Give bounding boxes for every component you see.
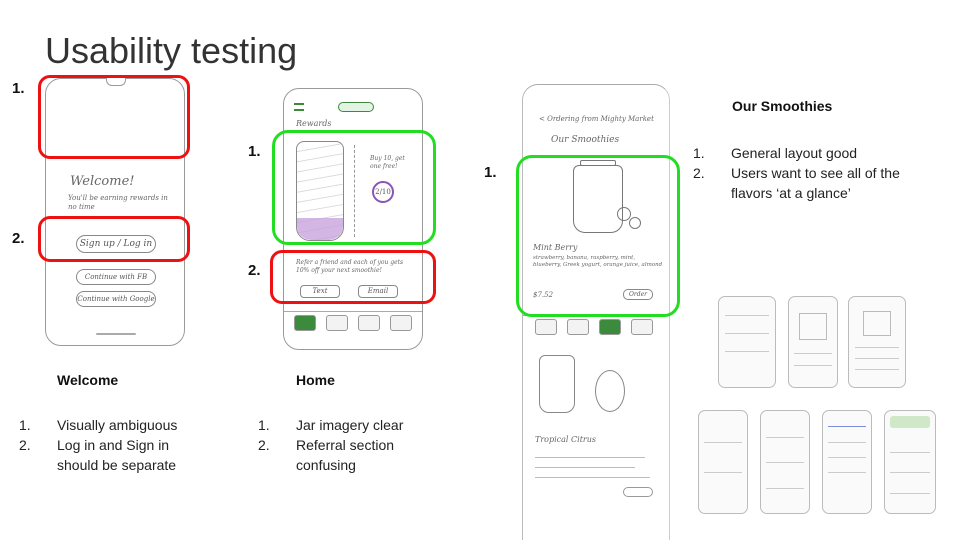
- smoothies-nav-icon[interactable]: [599, 319, 621, 335]
- thumbnail-sketch: [884, 410, 936, 514]
- nav-divider: [284, 311, 422, 312]
- sketch-order-button[interactable]: Order: [623, 289, 653, 300]
- home-indicator: [96, 333, 136, 335]
- sketch-google-button[interactable]: Continue with Google: [76, 291, 156, 307]
- jar-fill: [297, 218, 343, 240]
- sketch-greeting: Welcome!: [70, 174, 135, 189]
- welcome-marker-1: 1.: [12, 80, 25, 97]
- smoothies-marker-1: 1.: [484, 164, 497, 181]
- note-item: 1.Visually ambiguous: [19, 417, 178, 433]
- smoothies-heading: Our Smoothies: [732, 98, 833, 114]
- sketch-price: $7.52: [533, 291, 554, 299]
- note-item: 2.Users want to see all of the flavors ‘…: [693, 165, 900, 201]
- shop-nav-icon[interactable]: [326, 315, 348, 331]
- welcome-notes: 1.Visually ambiguous 2.Log in and Sign i…: [19, 415, 209, 475]
- home-highlight-1: [272, 130, 436, 245]
- home-marker-2: 2.: [248, 262, 261, 279]
- home-nav-icon[interactable]: [294, 315, 316, 331]
- reward-count-badge: 2/10: [372, 181, 394, 203]
- welcome-marker-2: 2.: [12, 230, 25, 247]
- sketch-line: [535, 477, 650, 478]
- note-item: 1.Jar imagery clear: [258, 417, 404, 433]
- sketch-referral-text: Refer a friend and each of you gets 10% …: [296, 259, 404, 274]
- fruit-icon: [595, 370, 625, 412]
- berry-icon: [617, 207, 631, 221]
- thumbnail-sketch: [718, 296, 776, 388]
- slide-title: Usability testing: [45, 30, 298, 71]
- menu-icon[interactable]: [294, 103, 304, 111]
- home-highlight-2: [270, 250, 436, 304]
- thumbnail-sketch: [698, 410, 748, 514]
- sketch-line: [535, 457, 645, 458]
- smoothies-notes: 1.General layout good 2.Users want to se…: [693, 143, 903, 203]
- thumbnail-sketch: [822, 410, 872, 514]
- sketch-back-link[interactable]: < Ordering from Mighty Market: [539, 115, 654, 123]
- home-heading: Home: [296, 372, 335, 388]
- logo-pill: [338, 102, 374, 112]
- sketch-facebook-button[interactable]: Continue with FB: [76, 269, 156, 285]
- home-marker-1: 1.: [248, 143, 261, 160]
- sketch-order-button-2[interactable]: [623, 487, 653, 497]
- note-item: 2.Referral section confusing: [258, 437, 395, 473]
- progress-scale: [354, 145, 356, 237]
- sketch-rewards-header: Rewards: [296, 119, 332, 128]
- home-notes: 1.Jar imagery clear 2.Referral section c…: [258, 415, 448, 475]
- location-nav-icon[interactable]: [631, 319, 653, 335]
- sketch-ingredients: strawberry, banana, raspberry, mint, blu…: [533, 255, 663, 268]
- berry-icon: [629, 217, 641, 229]
- smoothies-highlight-1: [516, 155, 680, 317]
- note-item: 1.General layout good: [693, 145, 858, 161]
- location-nav-icon[interactable]: [390, 315, 412, 331]
- welcome-highlight-2: [38, 216, 190, 262]
- sketch-subtitle: You'll be earning rewards in no time: [68, 194, 168, 211]
- thumbnail-sketch: [788, 296, 838, 388]
- jar-lid: [580, 160, 616, 166]
- sketch-smoothie-name: Mint Berry: [533, 243, 578, 252]
- note-item: 2.Log in and Sign in should be separate: [19, 437, 177, 473]
- thumbnail-sketch: [848, 296, 906, 388]
- home-nav-icon[interactable]: [535, 319, 557, 335]
- notch: [106, 78, 126, 86]
- jar-icon: [296, 141, 344, 241]
- shop-nav-icon[interactable]: [567, 319, 589, 335]
- sketch-signup-button[interactable]: Sign up / Log in: [76, 235, 156, 253]
- thumbnail-sketch: [760, 410, 810, 514]
- sketch-text-button[interactable]: Text: [300, 285, 340, 298]
- sketch-email-button[interactable]: Email: [358, 285, 398, 298]
- welcome-heading: Welcome: [57, 372, 119, 388]
- sketch-second-smoothie: Tropical Citrus: [535, 435, 596, 444]
- jar-icon: [573, 160, 623, 233]
- welcome-phone-sketch: Welcome! You'll be earning rewards in no…: [45, 78, 185, 346]
- sketch-smoothies-header: Our Smoothies: [551, 135, 620, 145]
- sketch-buy-text: Buy 10, get one free!: [370, 155, 405, 170]
- sketch-line: [535, 467, 635, 468]
- jar-icon: [539, 355, 575, 413]
- welcome-highlight-1: [38, 75, 190, 159]
- smoothies-nav-icon[interactable]: [358, 315, 380, 331]
